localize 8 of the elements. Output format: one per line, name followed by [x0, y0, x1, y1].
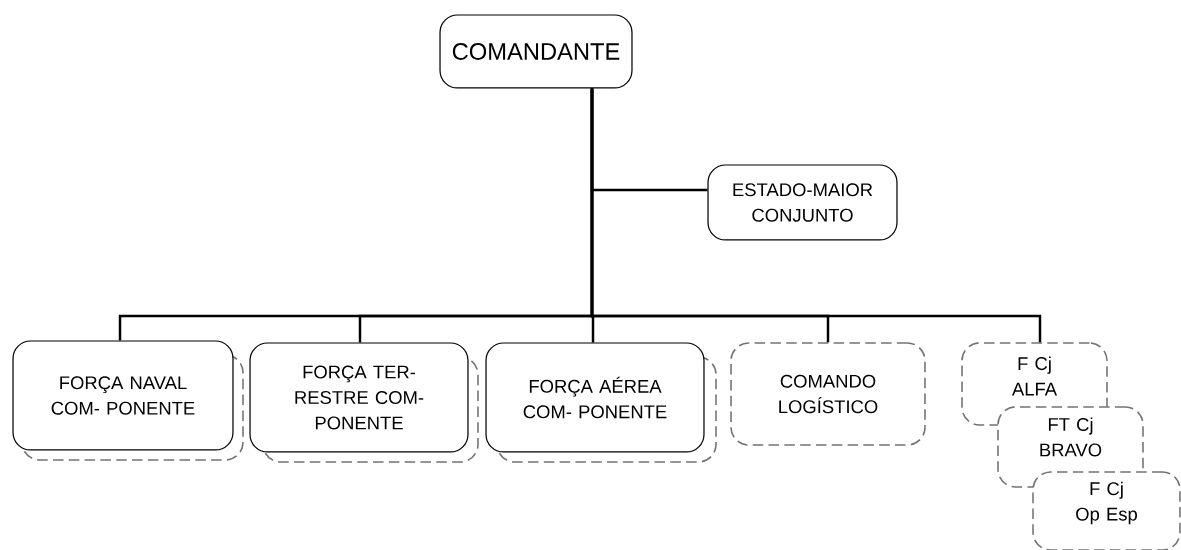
stacked-box: FORÇA TER- RESTRE COM- PONENTE	[249, 342, 479, 463]
connector-line	[590, 88, 1042, 343]
stacked-box: FORÇA AÉREA COM- PONENTE	[485, 342, 717, 463]
unit-box: F Cj Op Esp	[1032, 471, 1181, 550]
unit-box: ESTADO-MAIOR CONJUNTO	[707, 164, 898, 241]
stacked-box: FORÇA NAVAL COM- PONENTE	[12, 340, 244, 461]
unit-box: COMANDANTE	[439, 14, 633, 89]
unit-box: COMANDO LOGÍSTICO	[730, 342, 926, 446]
